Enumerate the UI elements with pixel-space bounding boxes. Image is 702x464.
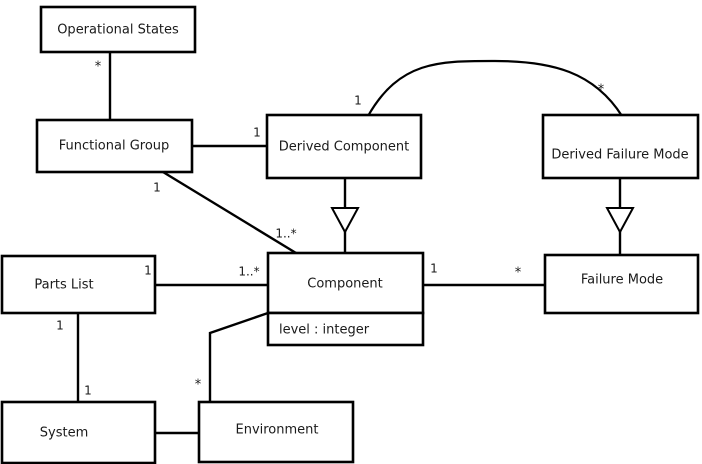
class-box-outline bbox=[541, 113, 700, 180]
multiplicity-derived-component-one: 1 bbox=[253, 126, 261, 140]
class-box-system[interactable]: System bbox=[0, 400, 157, 464]
class-name-label: Operational States bbox=[57, 23, 179, 38]
class-box-failure-mode[interactable]: Failure Mode bbox=[543, 253, 700, 315]
multiplicity-arc-derived-component-one: 1 bbox=[354, 94, 362, 108]
class-box-outline bbox=[0, 254, 157, 315]
class-name-label: Parts List bbox=[34, 278, 93, 293]
class-attribute-compartment bbox=[266, 311, 425, 347]
multiplicity-environment-star: * bbox=[195, 378, 202, 393]
class-box-outline bbox=[0, 400, 157, 464]
class-box-outline bbox=[197, 400, 355, 464]
multiplicity-parts-list-one: 1 bbox=[144, 264, 152, 278]
association-line bbox=[208, 311, 269, 402]
class-box-outline bbox=[265, 113, 423, 180]
class-name-label: Failure Mode bbox=[581, 273, 663, 288]
class-name-label: System bbox=[40, 426, 88, 441]
class-box-functional-group[interactable]: Functional Group bbox=[35, 118, 194, 174]
multiplicity-system-one: 1 bbox=[84, 384, 92, 398]
generalization-derived-component-component[interactable] bbox=[330, 178, 360, 253]
inheritance-triangle-icon bbox=[605, 207, 635, 235]
multiplicity-functional-group-one: 1 bbox=[153, 181, 161, 195]
class-name-label: Component bbox=[307, 277, 382, 292]
multiplicity-arc-derived-failure-mode-star: * bbox=[598, 83, 605, 98]
association-functional-group-component[interactable] bbox=[162, 170, 297, 255]
class-box-outline bbox=[543, 253, 700, 315]
class-name-label: Derived Component bbox=[279, 140, 410, 155]
class-box-component[interactable]: Component level : integer bbox=[266, 251, 425, 347]
class-box-parts-list[interactable]: Parts List bbox=[0, 254, 157, 315]
inheritance-triangle-icon bbox=[330, 207, 360, 235]
multiplicity-operational-states-star: * bbox=[95, 60, 102, 75]
association-component-environment[interactable] bbox=[208, 311, 269, 402]
association-line bbox=[162, 170, 297, 255]
generalization-derived-failure-mode-failure-mode[interactable] bbox=[605, 178, 635, 255]
class-box-environment[interactable]: Environment bbox=[197, 400, 355, 464]
class-box-outline bbox=[35, 118, 194, 174]
multiplicity-component-failure-mode-one: 1 bbox=[430, 262, 438, 276]
class-name-label: Functional Group bbox=[59, 139, 170, 154]
association-derived-component-derived-failure-mode[interactable] bbox=[367, 59, 623, 117]
multiplicity-parts-list-system-one: 1 bbox=[56, 319, 64, 333]
class-box-derived-component[interactable]: Derived Component bbox=[265, 113, 423, 180]
class-box-outline bbox=[39, 5, 197, 54]
multiplicity-component-from-parts-list-many: 1..* bbox=[238, 265, 259, 279]
multiplicity-failure-mode-star: * bbox=[515, 266, 522, 281]
multiplicity-component-from-functional-group-many: 1..* bbox=[275, 227, 296, 241]
class-attribute-label: level : integer bbox=[279, 323, 370, 338]
association-arc bbox=[367, 59, 623, 117]
class-name-label: Environment bbox=[235, 423, 318, 438]
class-box-operational-states[interactable]: Operational States bbox=[39, 5, 197, 54]
class-box-outline bbox=[266, 251, 425, 315]
class-name-label: Derived Failure Mode bbox=[551, 148, 688, 163]
class-box-derived-failure-mode[interactable]: Derived Failure Mode bbox=[541, 113, 700, 180]
